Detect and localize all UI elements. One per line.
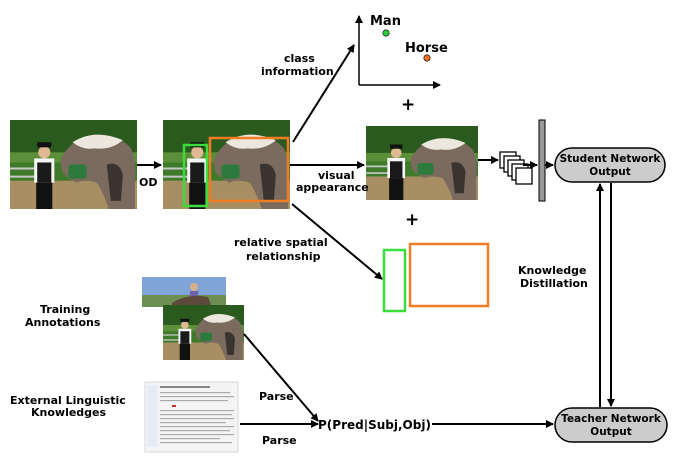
class-arrow [292, 44, 355, 143]
class-embedding-plot: Man Horse [355, 14, 448, 89]
subject-bounding-box [182, 143, 209, 208]
class-info-label-2: information [261, 65, 334, 78]
formula-label: P(Pred|Subj,Obj) [318, 418, 431, 432]
visual-label-1: visual [318, 169, 355, 182]
visual-label-2: appearance [296, 181, 369, 194]
plus-sign-1: + [401, 95, 415, 115]
student-network-output: Student Network Output [554, 147, 666, 183]
training-images-stack [142, 277, 244, 360]
input-image [10, 120, 137, 209]
detected-image [163, 120, 290, 209]
parse-label-2: Parse [262, 434, 297, 447]
spatial-label-1: relative spatial [234, 236, 328, 249]
parse-label-1: Parse [259, 390, 294, 403]
training-label-2: Annotations [25, 316, 101, 329]
plus-sign-2: + [405, 210, 419, 230]
kd-label-1: Knowledge [518, 264, 587, 277]
man-label: Man [370, 14, 401, 29]
horse-label: Horse [405, 41, 448, 56]
training-parse-arrow [243, 333, 319, 422]
training-label-1: Training [40, 303, 90, 316]
external-label-2: Knowledges [31, 406, 107, 419]
spatial-label-2: relationship [246, 250, 321, 263]
teacher-network-output: Teacher Network Output [554, 407, 668, 443]
document-thumbnail [144, 381, 239, 453]
subject-mask-box [382, 248, 407, 313]
fc-layer-bar [538, 119, 546, 202]
horse-point [423, 54, 431, 62]
man-point [382, 29, 390, 37]
cnn-feature-maps-icon [499, 151, 533, 185]
student-label-2: Output [589, 166, 630, 178]
object-bounding-box [208, 136, 290, 203]
class-info-label-1: class [284, 52, 315, 65]
external-label-1: External Linguistic [10, 394, 126, 407]
teacher-label-2: Output [590, 426, 631, 438]
od-label: OD [139, 176, 157, 189]
kd-label-2: Distillation [520, 277, 588, 290]
object-mask-box [408, 242, 490, 308]
teacher-label-1: Teacher Network [561, 413, 662, 425]
student-label-1: Student Network [560, 153, 662, 165]
cropped-union-image [366, 126, 478, 200]
spatial-arrow [291, 203, 383, 280]
